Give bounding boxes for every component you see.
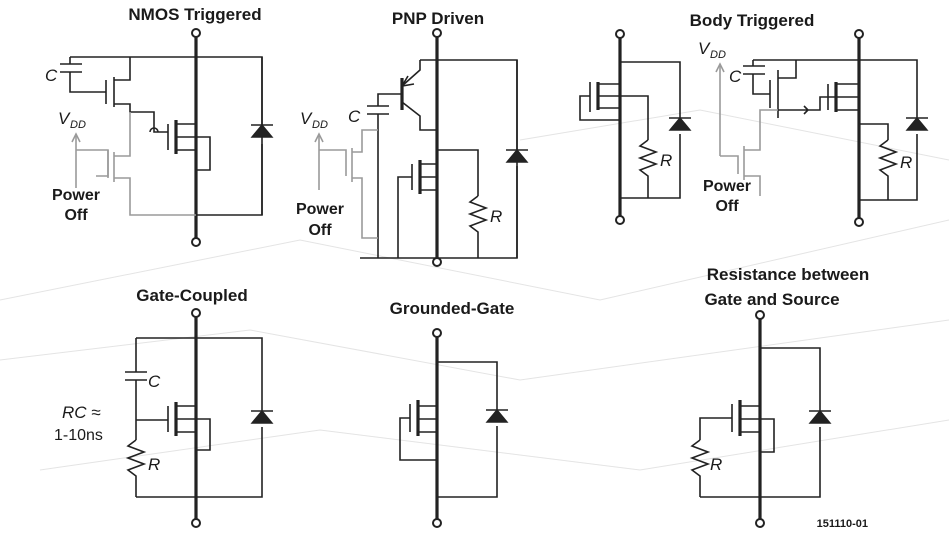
panel-grounded-gate: Grounded-Gate	[390, 299, 515, 528]
panel-title: Grounded-Gate	[390, 299, 515, 318]
figure-number: 151110-01	[817, 518, 868, 530]
vdd-subscript: DD	[312, 119, 328, 131]
panel-title: Body Triggered	[690, 11, 815, 30]
vdd-label: V	[698, 39, 711, 58]
resistor-label: R	[148, 455, 160, 474]
panel-title: Gate-Coupled	[136, 286, 247, 305]
power-label: Power	[296, 201, 344, 218]
diode	[505, 148, 529, 163]
capacitor-label: C	[45, 66, 58, 85]
capacitor-label: C	[148, 372, 161, 391]
top-terminal	[755, 310, 765, 320]
bottom-terminal	[432, 518, 442, 528]
resistor-right	[877, 139, 899, 200]
bottom-terminal	[191, 518, 201, 528]
capacitor-label: C	[348, 107, 361, 126]
background-watermark	[0, 109, 949, 471]
diode-right	[905, 116, 929, 131]
top-terminal	[191, 308, 201, 318]
resistor-label-left: R	[660, 151, 672, 170]
vdd-subscript: DD	[70, 119, 86, 131]
resistor-label: R	[710, 455, 722, 474]
diode-left	[668, 116, 692, 131]
resistor-label-right: R	[900, 153, 912, 172]
rc-time-label: 1-10ns	[54, 427, 103, 444]
diode	[250, 409, 274, 424]
panel-nmos-triggered: NMOS Triggered C V DD Power	[45, 5, 274, 247]
bottom-terminal	[755, 518, 765, 528]
off-label: Off	[64, 207, 88, 224]
panel-body-triggered: Body Triggered R R C V DD	[579, 11, 929, 227]
resistor	[125, 439, 147, 497]
vdd-label: V	[58, 109, 71, 128]
top-terminal-left	[615, 29, 625, 39]
resistor	[689, 439, 711, 497]
diode	[808, 409, 832, 424]
bottom-terminal-left	[615, 215, 625, 225]
diode	[485, 408, 509, 423]
top-terminal-right	[854, 29, 864, 39]
panel-gate-coupled: Gate-Coupled C R RC ≈ 1-10ns	[54, 286, 274, 528]
panel-pnp-driven: PNP Driven C R V DD Power Off	[296, 9, 529, 267]
capacitor	[125, 371, 147, 381]
capacitor-label: C	[729, 67, 742, 86]
capacitor	[60, 63, 82, 73]
resistor	[467, 195, 489, 258]
bottom-terminal-right	[854, 217, 864, 227]
panel-title-line2: Gate and Source	[704, 290, 839, 309]
rc-label: RC ≈	[62, 403, 101, 422]
capacitor	[743, 65, 765, 75]
vdd-label: V	[300, 109, 313, 128]
resistor-left	[637, 139, 659, 198]
top-terminal	[432, 328, 442, 338]
power-label: Power	[52, 187, 100, 204]
top-terminal	[191, 28, 201, 38]
off-label: Off	[715, 198, 739, 215]
capacitor	[367, 105, 389, 115]
panel-resistance-gate-source: Resistance between Gate and Source R 151…	[689, 265, 870, 530]
panel-title: NMOS Triggered	[128, 5, 261, 24]
off-label: Off	[308, 222, 332, 239]
panel-title: PNP Driven	[392, 9, 484, 28]
diode	[250, 123, 274, 138]
top-terminal	[432, 28, 442, 38]
bottom-terminal	[432, 257, 442, 267]
vdd-subscript: DD	[710, 49, 726, 61]
panel-title-line1: Resistance between	[707, 265, 870, 284]
power-label: Power	[703, 178, 751, 195]
resistor-label: R	[490, 207, 502, 226]
bottom-terminal	[191, 237, 201, 247]
